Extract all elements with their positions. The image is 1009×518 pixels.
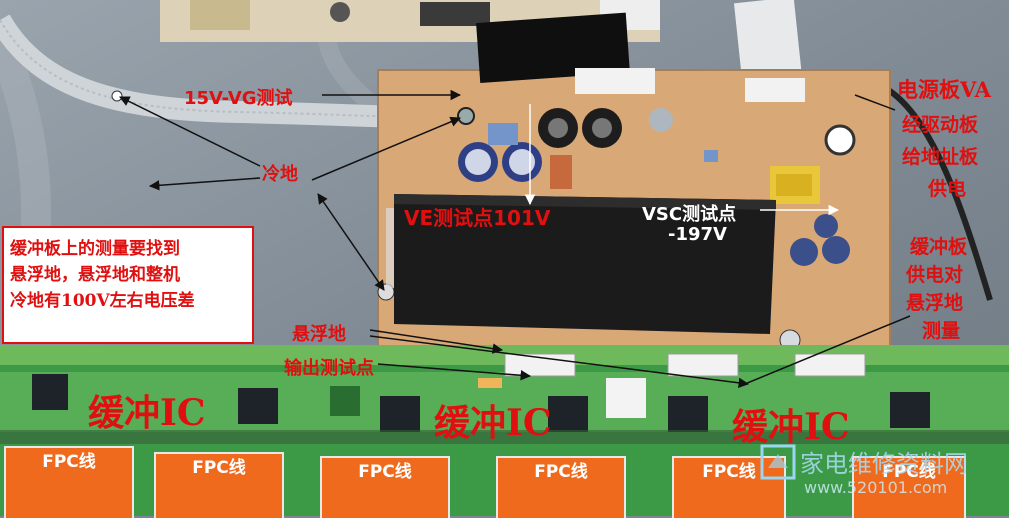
note-line-2: 悬浮地，悬浮地和整机 <box>10 265 180 285</box>
fpc-cable-3: FPC线 <box>320 456 450 518</box>
buffer-ic-label-1: 缓冲IC <box>88 392 206 434</box>
watermark-url: www.520101.com <box>804 478 948 497</box>
power-supply-label-4: 供电 <box>928 178 967 200</box>
vsc-test-label-2: -197V <box>668 224 727 245</box>
buffer-supply-label-1: 缓冲板 <box>910 236 968 258</box>
power-supply-label-1: 电源板VA <box>897 77 991 102</box>
measurement-note-box: 缓冲板上的测量要找到 悬浮地，悬浮地和整机 冷地有100V左右电压差 <box>2 226 254 344</box>
power-supply-label-2: 经驱动板 <box>902 114 979 136</box>
vg-test-label: 15V-VG测试 <box>184 88 293 109</box>
watermark: 家电维修资料网 www.520101.com <box>760 438 1009 516</box>
fpc-label-4: FPC线 <box>534 462 588 482</box>
watermark-title: 家电维修资料网 <box>800 450 968 478</box>
buffer-ic-label-2: 缓冲IC <box>434 402 552 444</box>
fpc-cable-4: FPC线 <box>496 456 626 518</box>
fpc-cable-6: FPC线 <box>852 456 966 518</box>
note-line-3: 冷地有100V左右电压差 <box>10 291 195 311</box>
watermark-logo-icon <box>760 444 796 480</box>
ve-test-label: VE测试点101V <box>404 206 551 230</box>
fpc-cable-5: FPC线 <box>672 456 786 518</box>
buffer-supply-label-2: 供电对 <box>906 264 964 286</box>
power-supply-label-3: 给地址板 <box>902 146 979 168</box>
buffer-supply-label-4: 测量 <box>922 320 961 342</box>
buffer-supply-label-3: 悬浮地 <box>906 292 964 314</box>
fpc-label-3: FPC线 <box>358 462 412 482</box>
output-test-label: 输出测试点 <box>284 358 374 379</box>
fpc-cable-2: FPC线 <box>154 452 284 518</box>
cold-ground-label: 冷地 <box>262 164 298 185</box>
fpc-label-2: FPC线 <box>192 458 246 478</box>
fpc-label-6: FPC线 <box>882 462 936 482</box>
floating-ground-label: 悬浮地 <box>292 324 346 345</box>
vsc-test-label-1: VSC测试点 <box>642 204 737 225</box>
fpc-label-5: FPC线 <box>702 462 756 482</box>
buffer-ic-label-3: 缓冲IC <box>732 406 850 448</box>
fpc-label-1: FPC线 <box>42 452 96 472</box>
fpc-cable-1: FPC线 <box>4 446 134 518</box>
note-line-1: 缓冲板上的测量要找到 <box>10 239 180 259</box>
